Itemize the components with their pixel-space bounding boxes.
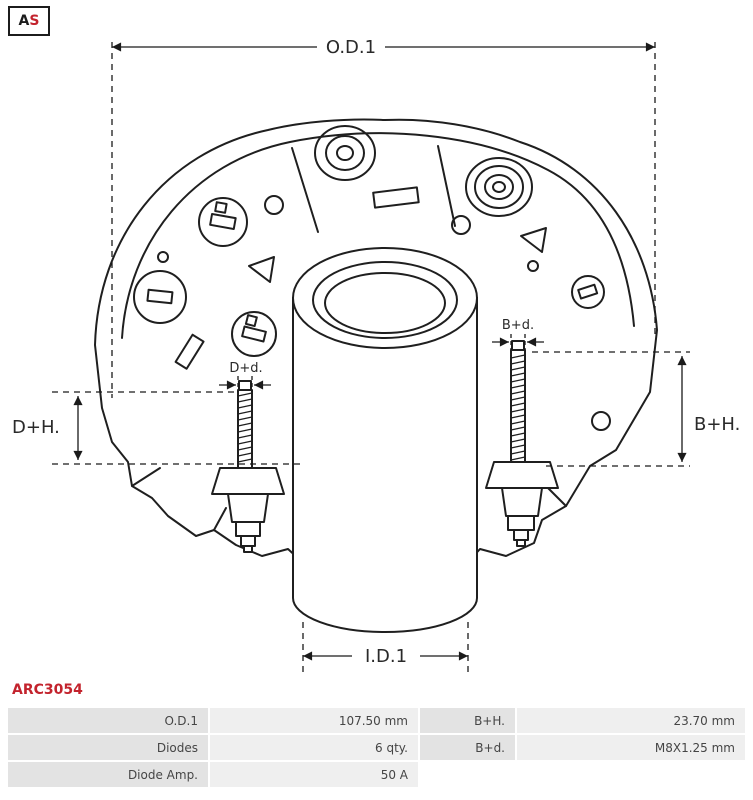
spec-label: Diodes bbox=[8, 735, 208, 760]
spec-label: Diode Amp. bbox=[8, 762, 208, 787]
dim-label-od1: O.D.1 bbox=[326, 37, 376, 58]
dimension-lines bbox=[52, 42, 690, 672]
brand-logo: A S bbox=[8, 6, 50, 36]
spec-row: O.D.1 107.50 mm B+H. 23.70 mm bbox=[8, 708, 745, 733]
spec-value: M8X1.25 mm bbox=[517, 735, 745, 760]
dim-label-id1: I.D.1 bbox=[365, 646, 407, 667]
spec-value: 6 qty. bbox=[210, 735, 418, 760]
dim-label-dh: D+H. bbox=[12, 417, 60, 438]
brand-logo-letter-a: A bbox=[18, 13, 30, 29]
spec-row: Diode Amp. 50 A bbox=[8, 762, 745, 787]
dim-label-bd: B+d. bbox=[502, 318, 534, 333]
rectifier-diagram-svg: O.D.1 D+H. B+H. D+d. B+d. I.D.1 bbox=[12, 37, 740, 672]
spec-value: 107.50 mm bbox=[210, 708, 418, 733]
spec-value: 23.70 mm bbox=[517, 708, 745, 733]
spec-label: B+d. bbox=[420, 735, 515, 760]
right-stud bbox=[485, 340, 559, 547]
spec-value-empty bbox=[517, 762, 745, 787]
center-collar bbox=[292, 247, 478, 633]
dim-label-dd: D+d. bbox=[229, 361, 262, 376]
brand-logo-letter-s: S bbox=[29, 13, 40, 29]
spec-label: O.D.1 bbox=[8, 708, 208, 733]
spec-label-empty bbox=[420, 762, 515, 787]
spec-row: Diodes 6 qty. B+d. M8X1.25 mm bbox=[8, 735, 745, 760]
spec-label: B+H. bbox=[420, 708, 515, 733]
part-number: ARC3054 bbox=[12, 682, 83, 698]
dim-label-bh: B+H. bbox=[694, 414, 740, 435]
spec-value: 50 A bbox=[210, 762, 418, 787]
spec-table: O.D.1 107.50 mm B+H. 23.70 mm Diodes 6 q… bbox=[8, 708, 745, 787]
left-stud bbox=[211, 380, 285, 553]
technical-drawing: O.D.1 D+H. B+H. D+d. B+d. I.D.1 bbox=[12, 37, 740, 672]
